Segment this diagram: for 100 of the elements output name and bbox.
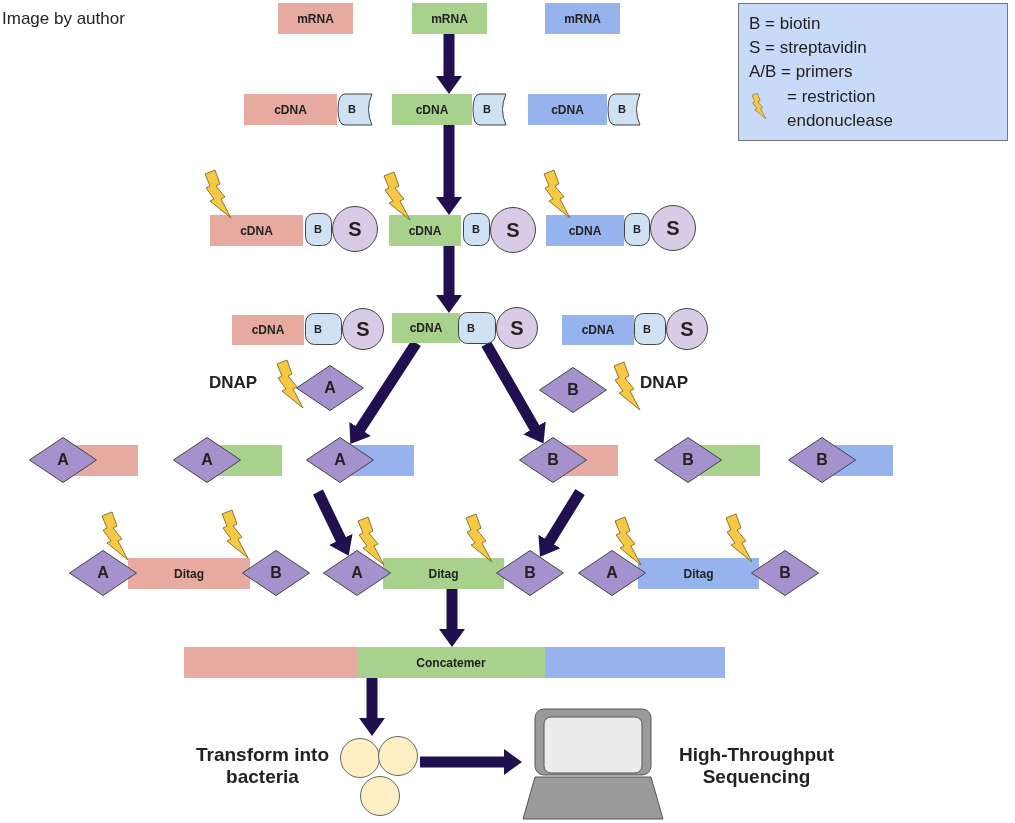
streptavidin-circle (342, 308, 384, 350)
primer-diamond (654, 437, 722, 483)
arrow (535, 489, 585, 560)
streptavidin-circle (496, 307, 538, 349)
credit-text: Image by author (2, 9, 125, 29)
strand-bar (210, 215, 303, 246)
strand-bar (638, 558, 759, 589)
symbol-label: A (97, 565, 109, 581)
biotin-tag (305, 313, 342, 345)
strand-bar (232, 315, 304, 345)
biotin-tag (458, 312, 496, 344)
strand-bar (562, 315, 634, 345)
legend-entry: = restriction endonuclease (787, 86, 894, 132)
strand-bar (545, 3, 620, 34)
symbol-label: S (666, 218, 680, 238)
symbol-label: A (324, 380, 336, 396)
strand-bar (412, 3, 487, 34)
biotin-tag (305, 213, 332, 246)
strand-bar (392, 94, 472, 125)
arrow (436, 34, 462, 94)
strand-bar (278, 3, 353, 34)
biotin-tag (337, 93, 372, 126)
symbol-label: S (348, 219, 362, 239)
strand-bar (546, 215, 624, 246)
enzyme-label: DNAP (209, 373, 258, 393)
biotin-tag (624, 213, 650, 246)
primer-diamond (29, 437, 97, 483)
symbol-label: B (682, 452, 694, 468)
strand-bar (357, 647, 545, 678)
strand-bar (392, 313, 460, 343)
symbol-label: B (314, 224, 322, 235)
streptavidin-circle (332, 206, 378, 252)
symbol-label: S (356, 319, 370, 339)
primer-diamond (306, 437, 374, 483)
primer-diamond (242, 550, 310, 596)
symbol-label: A (606, 565, 618, 581)
symbol-label: B (483, 104, 491, 115)
symbol-label: B (270, 565, 282, 581)
node-label: Ditag (683, 567, 714, 580)
biotin-tag (607, 93, 640, 126)
primer-diamond (519, 437, 587, 483)
caption-text: Transform into bacteria (195, 744, 330, 788)
arrow (359, 678, 385, 736)
streptavidin-circle (490, 207, 536, 253)
biotin-tag (463, 213, 490, 246)
node-label: cDNA (415, 103, 449, 116)
symbol-label: B (314, 323, 322, 335)
arrow (420, 749, 522, 775)
symbol-label: S (510, 318, 524, 338)
biotin-tag (472, 93, 506, 126)
symbol-label: B (633, 224, 641, 235)
symbol-label: B (472, 224, 480, 235)
primer-diamond (578, 550, 646, 596)
symbol-label: A (57, 452, 69, 468)
node-label: cDNA (240, 224, 273, 237)
node-label: mRNA (431, 12, 468, 25)
legend-entry: S = streptavidin (749, 37, 868, 59)
node-label: cDNA (274, 103, 307, 116)
strand-bar (184, 647, 357, 678)
strand-bar (128, 558, 250, 589)
symbol-label: A (201, 452, 213, 468)
node-label: Ditag (174, 567, 204, 580)
symbol-label: A (351, 565, 363, 581)
primer-diamond (173, 437, 241, 483)
symbol-label: B (547, 452, 559, 468)
node-label: Ditag (428, 567, 459, 580)
symbol-label: A (334, 452, 346, 468)
biotin-tag (634, 313, 666, 345)
streptavidin-circle (666, 308, 708, 350)
arrow (436, 246, 462, 313)
bacteria-drawing (340, 736, 420, 818)
legend-entry: B = biotin (749, 13, 822, 35)
primer-diamond (296, 365, 364, 411)
enzyme-label: DNAP (640, 373, 689, 393)
node-label: Concatemer (416, 656, 486, 669)
strand-bar (545, 647, 725, 678)
legend-entry: A/B = primers (749, 61, 854, 83)
symbol-label: B (348, 104, 356, 115)
node-label: mRNA (564, 12, 601, 25)
symbol-label: B (643, 323, 651, 335)
primer-diamond (788, 437, 856, 483)
primer-diamond (69, 550, 137, 596)
symbol-label: B (618, 104, 626, 115)
strand-bar (244, 94, 337, 125)
node-label: cDNA (251, 324, 285, 336)
symbol-label: B (779, 565, 791, 581)
node-label: cDNA (551, 103, 584, 116)
symbol-label: B (524, 565, 536, 581)
computer-drawing (522, 708, 664, 820)
primer-diamond (539, 367, 607, 413)
symbol-label: S (506, 220, 520, 240)
node-label: mRNA (297, 12, 334, 25)
strand-bar (383, 558, 504, 589)
symbol-label: B (816, 452, 828, 468)
streptavidin-circle (650, 205, 696, 251)
symbol-label: B (567, 382, 579, 398)
primer-diamond (496, 550, 564, 596)
node-label: cDNA (581, 324, 615, 336)
node-label: cDNA (568, 224, 602, 237)
primer-diamond (751, 550, 819, 596)
